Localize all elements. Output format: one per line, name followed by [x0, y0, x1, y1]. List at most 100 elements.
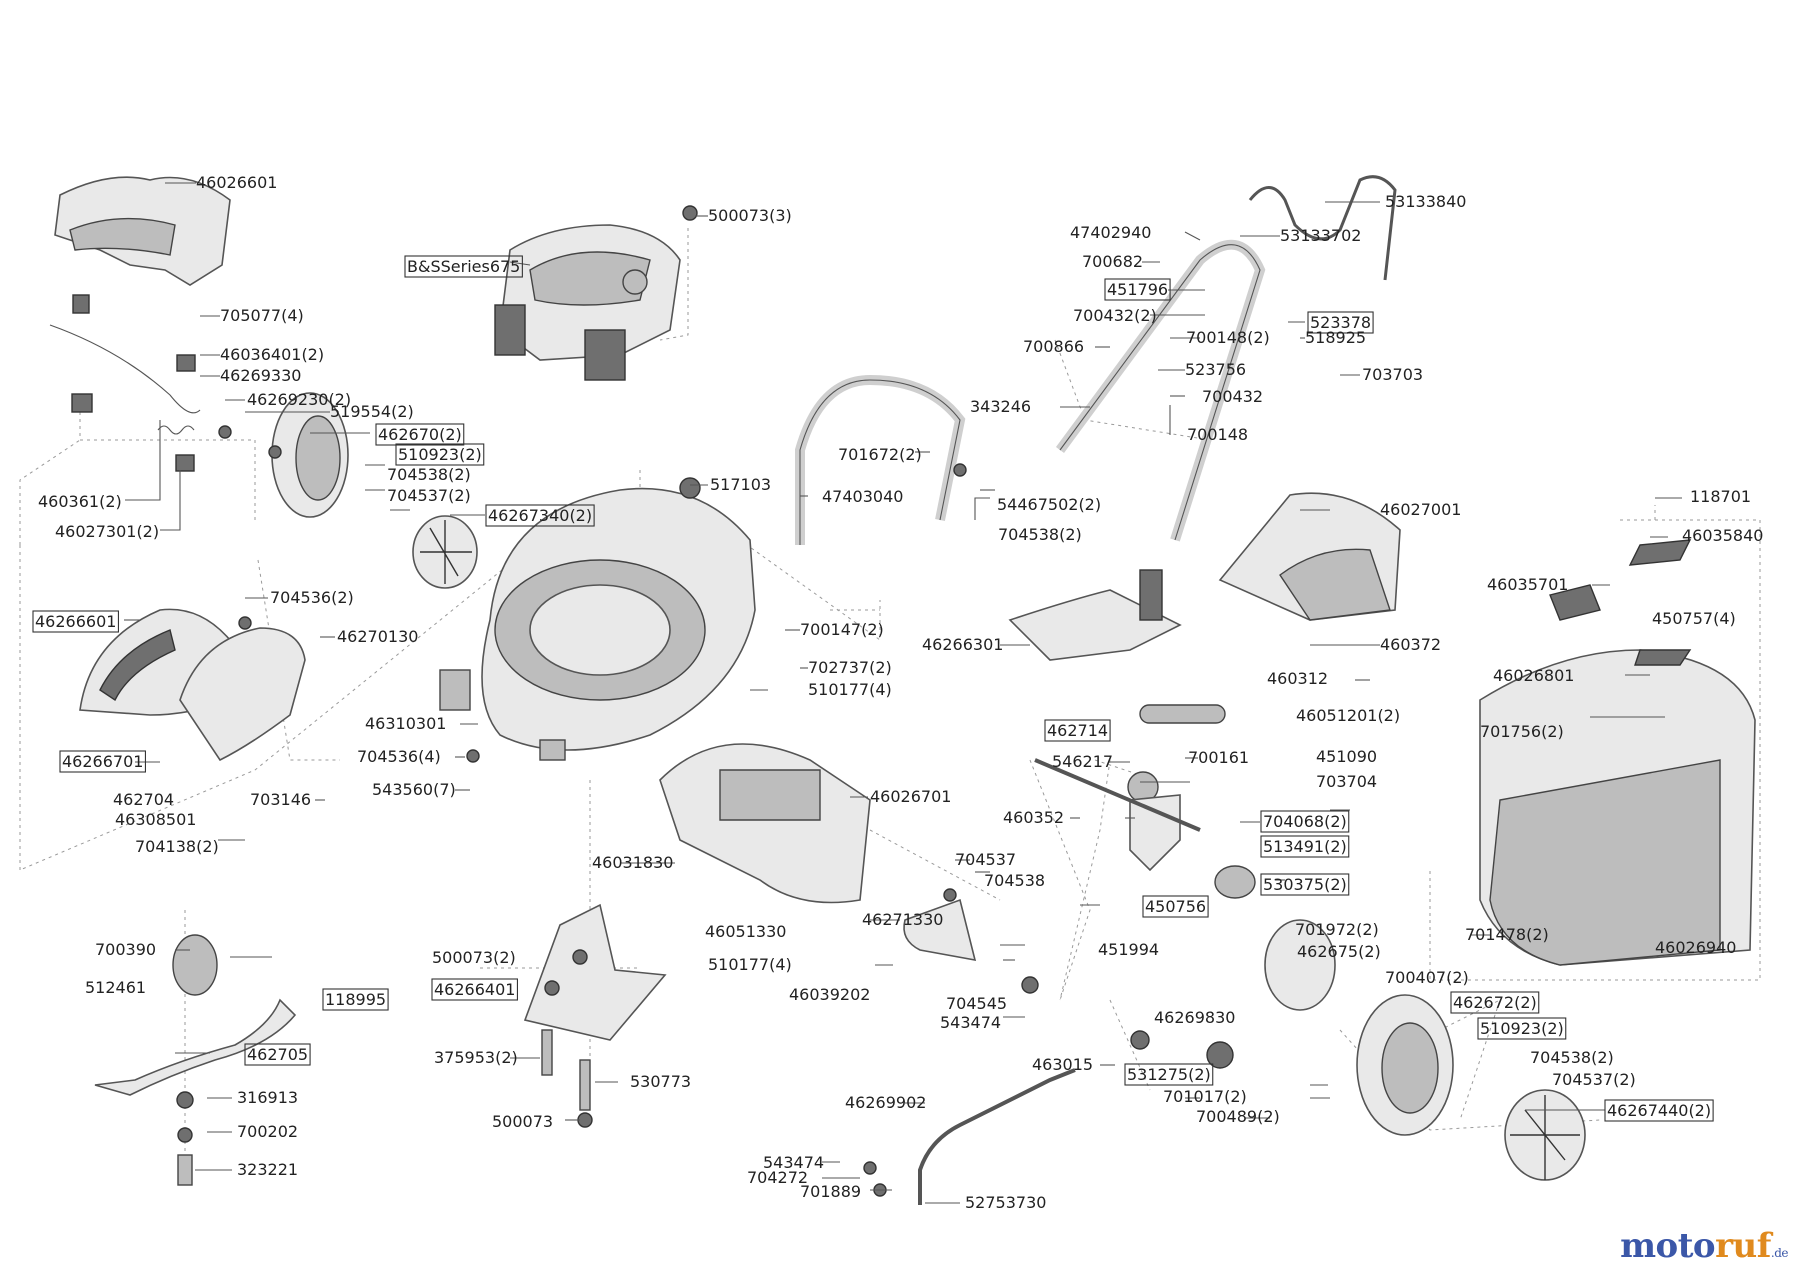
part-label-518925: 518925 — [1305, 328, 1366, 347]
part-number-box — [1124, 1063, 1214, 1086]
part-label-462675-2: 462675(2) — [1297, 942, 1381, 961]
part-number-text: 46035701 — [1487, 575, 1568, 594]
part-label-705077-4: 705077(4) — [220, 306, 304, 325]
gearbox-part — [1129, 794, 1181, 872]
discharge-chute-part — [523, 903, 667, 1041]
part-number-text: 46310301 — [365, 714, 446, 733]
part-number-text: 46269230(2) — [247, 390, 351, 409]
part-label-118995: 118995 — [322, 988, 389, 1011]
part-number-text: 47403040 — [822, 487, 903, 506]
part-label-46267340-2: 46267340(2) — [485, 504, 595, 527]
part-label-513491-2: 513491(2) — [1260, 835, 1350, 858]
parts — [49, 175, 1756, 1205]
part-number-text: 517103 — [710, 475, 771, 494]
part-number-text: 700202 — [237, 1122, 298, 1141]
part-label-519554-2: 519554(2) — [330, 402, 414, 421]
part-label-700866: 700866 — [1023, 337, 1084, 356]
part-label-517103: 517103 — [710, 475, 771, 494]
part-number-box — [1044, 719, 1111, 742]
part-label-343246: 343246 — [970, 397, 1031, 416]
part-number-text: 46271330 — [862, 910, 943, 929]
part-number-box — [1142, 895, 1209, 918]
part-label-704536-4: 704536(4) — [357, 747, 441, 766]
part-number-text: 46267440(2) — [1607, 1101, 1711, 1120]
part-number-text: 460312 — [1267, 669, 1328, 688]
part-label-46266401: 46266401 — [431, 978, 518, 1001]
part-number-text: 46026601 — [196, 173, 277, 192]
part-label-316913: 316913 — [237, 1088, 298, 1107]
part-number-text: 523378 — [1310, 313, 1371, 332]
part-number-text: 510923(2) — [398, 445, 482, 464]
part-label-46036401-2: 46036401(2) — [220, 345, 324, 364]
part-number-box — [404, 255, 523, 278]
part-number-box — [485, 504, 595, 527]
part-number-text: 700407(2) — [1385, 968, 1469, 987]
part-label-510177-4: 510177(4) — [808, 680, 892, 699]
part-label-703146: 703146 — [250, 790, 311, 809]
part-label-462672-2: 462672(2) — [1450, 991, 1540, 1014]
watermark-part-3: .de — [1770, 1246, 1789, 1260]
part-number-text: 704536(2) — [270, 588, 354, 607]
part-label-704272: 704272 — [747, 1168, 808, 1187]
part-label-462714: 462714 — [1044, 719, 1111, 742]
part-number-text: 46308501 — [115, 810, 196, 829]
part-number-text: 510177(4) — [708, 955, 792, 974]
part-label-531275-2: 531275(2) — [1124, 1063, 1214, 1086]
part-label-700161: 700161 — [1188, 748, 1249, 767]
part-number-text: 46266301 — [922, 635, 1003, 654]
height-lever-part — [918, 1068, 1076, 1205]
part-label-46266601: 46266601 — [32, 610, 119, 633]
part-number-text: 702737(2) — [808, 658, 892, 677]
part-label-701756-2: 701756(2) — [1480, 722, 1564, 741]
part-label-46267440-2: 46267440(2) — [1604, 1099, 1714, 1122]
part-number-text: 46051201(2) — [1296, 706, 1400, 725]
part-label-701017-2: 701017(2) — [1163, 1087, 1247, 1106]
part-number-text: 518925 — [1305, 328, 1366, 347]
part-number-box — [1260, 835, 1350, 858]
part-number-text: 46266701 — [62, 752, 143, 771]
part-number-text: 704538(2) — [1530, 1048, 1614, 1067]
part-label-543474: 543474 — [940, 1013, 1001, 1032]
part-number-text: 46031830 — [592, 853, 673, 872]
part-label-700432: 700432 — [1202, 387, 1263, 406]
part-number-text: 54467502(2) — [997, 495, 1101, 514]
part-number-text: 704272 — [747, 1168, 808, 1187]
part-label-460312: 460312 — [1267, 669, 1328, 688]
part-number-text: 700148 — [1187, 425, 1248, 444]
part-number-text: B&SSeries675 — [407, 257, 520, 276]
part-label-704538-2: 704538(2) — [998, 525, 1082, 544]
part-number-text: 700866 — [1023, 337, 1084, 356]
watermark-part-1: moto — [1620, 1226, 1716, 1266]
part-label-700148-2: 700148(2) — [1186, 328, 1270, 347]
part-number-text: 701889 — [800, 1182, 861, 1201]
part-label-46051201-2: 46051201(2) — [1296, 706, 1400, 725]
part-number-text: 46269902 — [845, 1093, 926, 1112]
part-number-text: 704545 — [946, 994, 1007, 1013]
part-label-462704: 462704 — [113, 790, 174, 809]
part-label-701889: 701889 — [800, 1182, 861, 1201]
part-label-451796: 451796 — [1104, 278, 1171, 301]
part-label-46026601: 46026601 — [196, 173, 277, 192]
part-number-text: 704138(2) — [135, 837, 219, 856]
part-label-703704: 703704 — [1316, 772, 1377, 791]
part-number-text: 523756 — [1185, 360, 1246, 379]
part-label-704538-2: 704538(2) — [1530, 1048, 1614, 1067]
part-label-510923-2: 510923(2) — [395, 443, 485, 466]
part-number-text: 704538(2) — [387, 465, 471, 484]
part-number-text: 375953(2) — [434, 1048, 518, 1067]
part-number-text: 513491(2) — [1263, 837, 1347, 856]
part-label-543474: 543474 — [763, 1153, 824, 1172]
part-number-text: 543474 — [940, 1013, 1001, 1032]
part-label-701478-2: 701478(2) — [1465, 925, 1549, 944]
part-number-text: 46039202 — [789, 985, 870, 1004]
part-number-text: 462672(2) — [1453, 993, 1537, 1012]
part-label-510177-4: 510177(4) — [708, 955, 792, 974]
part-number-box — [32, 610, 119, 633]
part-number-text: 701478(2) — [1465, 925, 1549, 944]
part-label-704138-2: 704138(2) — [135, 837, 219, 856]
part-number-text: 46026801 — [1493, 666, 1574, 685]
part-label-704537-2: 704537(2) — [1552, 1070, 1636, 1089]
part-number-text: 450757(4) — [1652, 609, 1736, 628]
watermark-part-2: ruf — [1715, 1226, 1771, 1266]
part-number-text: 46027301(2) — [55, 522, 159, 541]
